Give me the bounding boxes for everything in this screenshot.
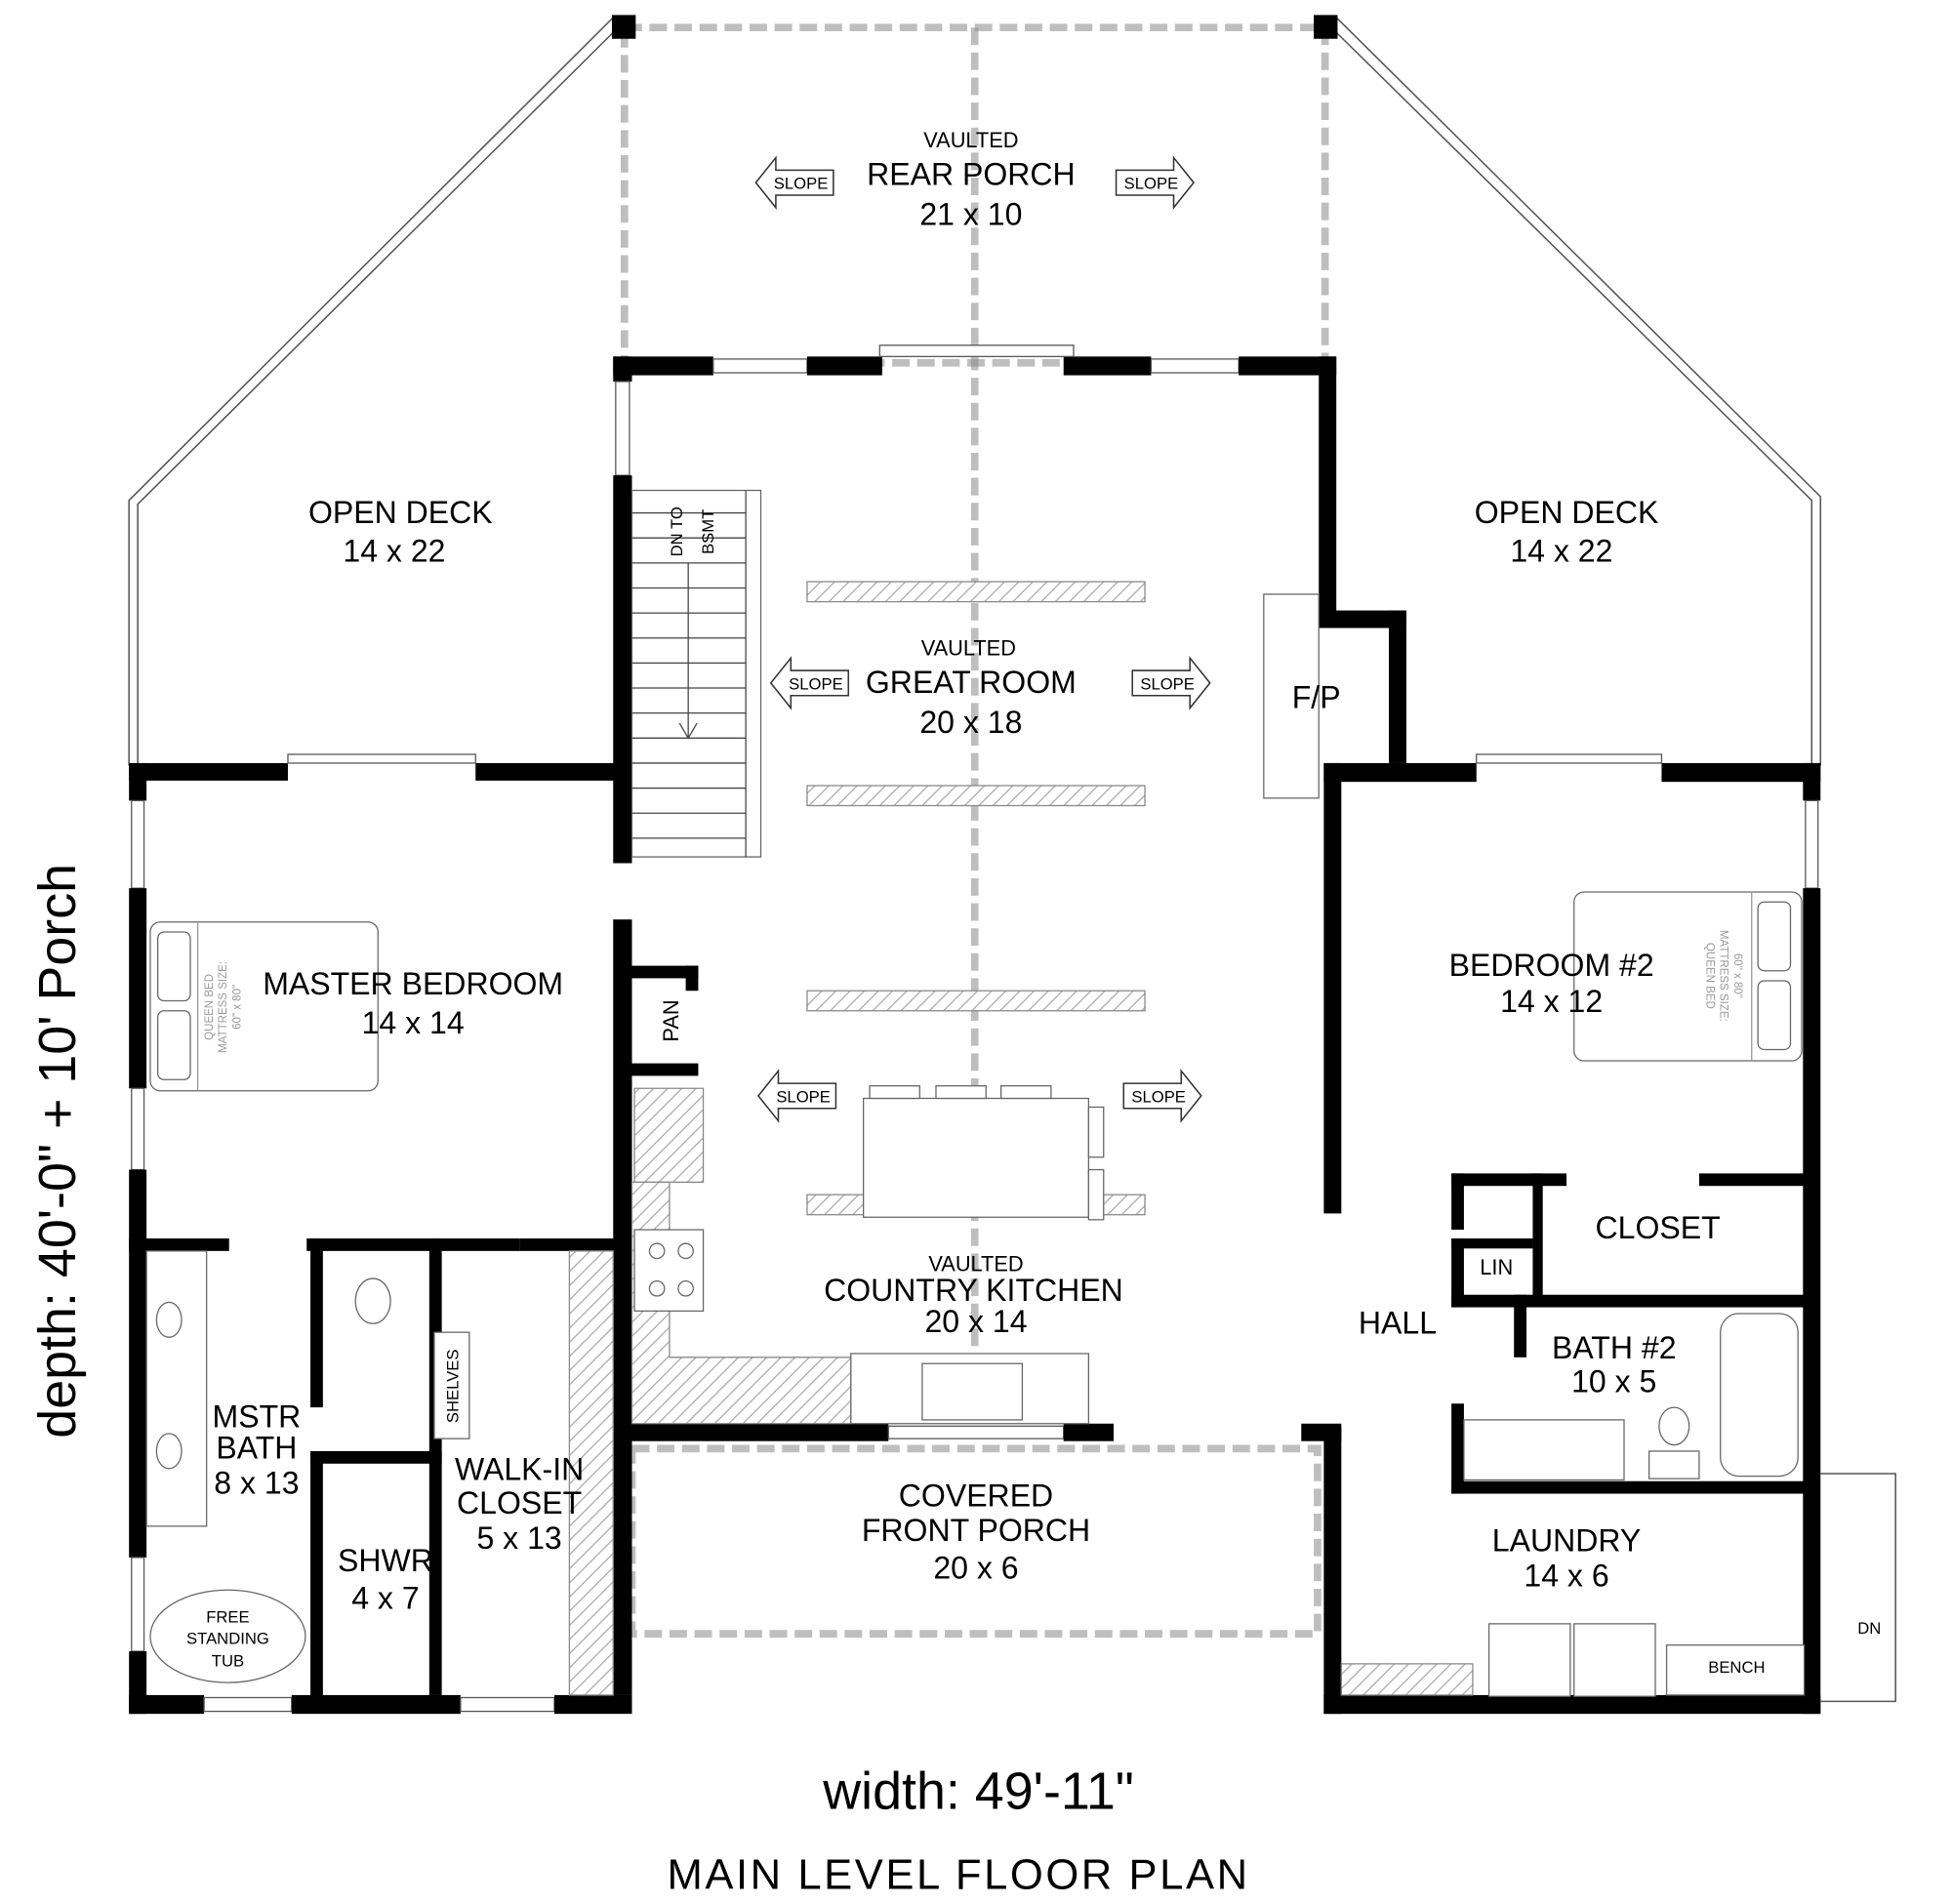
svg-text:STANDING: STANDING — [186, 1629, 269, 1647]
room-master-bath: MSTR BATH 8 x 13 — [213, 1399, 302, 1501]
room-walk-in-closet: WALK-IN CLOSET 5 x 13 — [455, 1451, 584, 1556]
room-great-room: VAULTED GREAT ROOM 20 x 18 — [866, 636, 1077, 740]
room-closet: CLOSET — [1596, 1210, 1721, 1245]
svg-text:20 x 6: 20 x 6 — [933, 1551, 1018, 1586]
room-shower: SHWR 4 x 7 — [338, 1543, 433, 1615]
room-hall: HALL — [1359, 1305, 1437, 1340]
room-bedroom-2: BEDROOM #2 14 x 12 — [1449, 948, 1654, 1019]
svg-text:WALK-IN: WALK-IN — [455, 1451, 584, 1486]
svg-text:VAULTED: VAULTED — [921, 636, 1016, 661]
svg-text:GREAT ROOM: GREAT ROOM — [866, 665, 1077, 700]
room-linen: LIN — [1480, 1255, 1513, 1279]
slope-arrow: SLOPE — [1115, 156, 1195, 209]
svg-text:COUNTRY KITCHEN: COUNTRY KITCHEN — [824, 1273, 1123, 1308]
svg-text:20 x 14: 20 x 14 — [924, 1304, 1027, 1339]
svg-text:MASTER BEDROOM: MASTER BEDROOM — [263, 966, 563, 1001]
svg-text:BEDROOM #2: BEDROOM #2 — [1449, 948, 1654, 983]
staircase — [630, 489, 762, 858]
bed-label: MATTRESS SIZE: — [218, 961, 229, 1053]
bedroom-2-bed: QUEEN BED MATTRESS SIZE: 60" x 80" — [1573, 891, 1803, 1062]
freestanding-tub-label: FREE STANDING TUB — [186, 1608, 269, 1671]
svg-text:20 x 18: 20 x 18 — [919, 705, 1022, 740]
svg-text:14 x 6: 14 x 6 — [1524, 1558, 1608, 1593]
svg-text:SLOPE: SLOPE — [1140, 674, 1195, 693]
svg-text:14 x 22: 14 x 22 — [1510, 534, 1612, 569]
room-master-bedroom: MASTER BEDROOM 14 x 14 — [263, 966, 563, 1040]
kitchen-counters — [630, 1085, 1105, 1425]
room-front-porch: COVERED FRONT PORCH 20 x 6 — [862, 1478, 1090, 1585]
depth-dimension: depth: 40'-0" + 10' Porch — [28, 864, 87, 1438]
room-bath-2: BATH #2 10 x 5 — [1552, 1330, 1677, 1399]
bed-label: 60" x 80" — [231, 985, 243, 1030]
room-country-kitchen: VAULTED COUNTRY KITCHEN 20 x 14 — [824, 1251, 1123, 1339]
svg-text:BATH #2: BATH #2 — [1552, 1330, 1677, 1365]
fireplace-label: F/P — [1292, 680, 1341, 715]
svg-text:SLOPE: SLOPE — [776, 1087, 831, 1106]
room-open-deck-left: OPEN DECK 14 x 22 — [308, 495, 493, 569]
slope-arrow: SLOPE — [1131, 657, 1211, 709]
stairs-label: BSMT — [699, 509, 717, 554]
bed-label: QUEEN BED — [1704, 943, 1716, 1009]
svg-text:BATH: BATH — [216, 1431, 297, 1466]
svg-text:14 x 22: 14 x 22 — [343, 534, 445, 569]
svg-text:SLOPE: SLOPE — [774, 175, 829, 193]
svg-text:SLOPE: SLOPE — [1131, 1087, 1186, 1106]
room-open-deck-right: OPEN DECK 14 x 22 — [1475, 495, 1659, 569]
stairs-label: DN TO — [668, 506, 686, 556]
room-laundry: LAUNDRY 14 x 6 — [1492, 1523, 1642, 1594]
svg-text:REAR PORCH: REAR PORCH — [867, 157, 1076, 192]
svg-text:OPEN DECK: OPEN DECK — [1475, 495, 1659, 530]
front-porch-outline — [628, 1444, 1322, 1638]
svg-text:8 x 13: 8 x 13 — [214, 1466, 299, 1501]
svg-text:MSTR: MSTR — [213, 1399, 302, 1435]
svg-text:10 x 5: 10 x 5 — [1571, 1364, 1656, 1399]
bed-label: 60" x 80" — [1731, 953, 1743, 998]
walls — [129, 344, 1821, 1715]
slope-arrow: SLOPE — [754, 156, 834, 209]
svg-text:5 x 13: 5 x 13 — [476, 1520, 561, 1556]
bed-label: QUEEN BED — [204, 974, 216, 1040]
slope-arrow: SLOPE — [757, 1070, 837, 1122]
svg-text:TUB: TUB — [212, 1651, 244, 1670]
svg-text:21 x 10: 21 x 10 — [919, 197, 1022, 232]
bath-fixtures — [145, 1250, 1896, 1703]
svg-text:SHWR: SHWR — [338, 1543, 433, 1578]
svg-text:FREE: FREE — [206, 1608, 249, 1627]
master-bed: QUEEN BED MATTRESS SIZE: 60" x 80" — [149, 921, 379, 1092]
svg-text:COVERED: COVERED — [899, 1478, 1053, 1513]
bench-label: BENCH — [1708, 1658, 1765, 1677]
svg-text:VAULTED: VAULTED — [928, 1251, 1023, 1276]
svg-text:FRONT PORCH: FRONT PORCH — [862, 1513, 1090, 1548]
svg-text:OPEN DECK: OPEN DECK — [308, 495, 493, 530]
width-dimension: width: 49'-11" — [822, 1762, 1134, 1821]
pantry-label: PAN — [659, 999, 683, 1041]
slope-arrow: SLOPE — [1122, 1070, 1202, 1122]
down-label: DN — [1857, 1619, 1881, 1638]
plan-title: MAIN LEVEL FLOOR PLAN — [667, 1852, 1249, 1899]
svg-text:LAUNDRY: LAUNDRY — [1492, 1523, 1642, 1559]
svg-text:VAULTED: VAULTED — [923, 128, 1018, 152]
svg-text:SLOPE: SLOPE — [1124, 175, 1179, 193]
room-rear-porch: VAULTED REAR PORCH 21 x 10 — [867, 128, 1076, 231]
svg-text:4 x 7: 4 x 7 — [351, 1580, 419, 1615]
slope-arrow: SLOPE — [770, 657, 850, 709]
shelves-label: SHELVES — [443, 1350, 462, 1424]
svg-text:CLOSET: CLOSET — [457, 1485, 582, 1520]
bed-label: MATTRESS SIZE: — [1718, 930, 1729, 1022]
deck-railings — [128, 17, 1822, 766]
svg-text:14 x 14: 14 x 14 — [362, 1005, 465, 1040]
svg-text:14 x 12: 14 x 12 — [1500, 984, 1603, 1019]
svg-text:SLOPE: SLOPE — [789, 674, 843, 693]
